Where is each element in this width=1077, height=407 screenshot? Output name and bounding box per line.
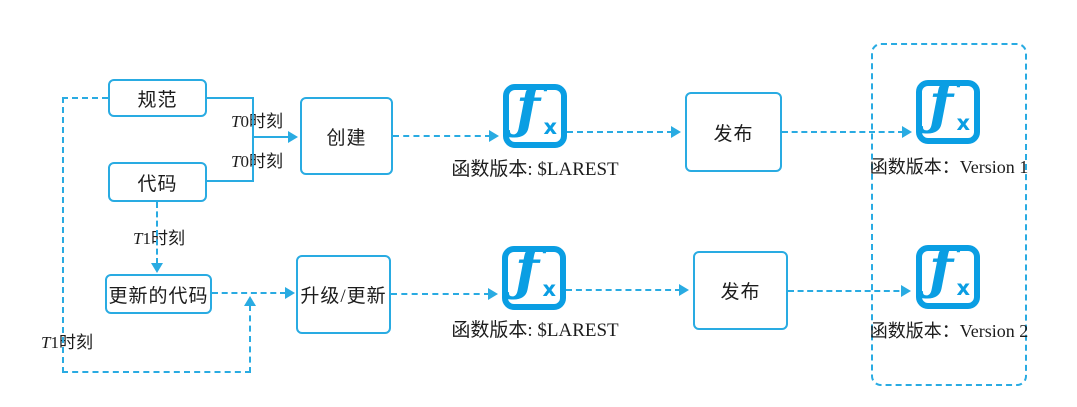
fx-glyph-f: ƒ [515, 237, 540, 303]
function-fx-icon-version2: ƒ x [916, 236, 980, 309]
node-upgrade-update-label: 升级/更新 [300, 286, 387, 307]
node-publish-bottom-label: 发布 [720, 282, 761, 303]
connector-code-to-updated-code [156, 202, 158, 264]
fx-glyph-f: ƒ [929, 71, 954, 137]
connector-fx-latest-bottom-to-publish [566, 289, 681, 291]
function-fx-icon-version1: ƒ x [916, 71, 980, 144]
arrowhead-into-create [288, 131, 298, 143]
connector-create-to-fx-latest-top [393, 135, 491, 137]
label-function-version-latest-top: 函数版本: $LAREST [451, 159, 619, 180]
fx-glyph-f: ƒ [929, 236, 954, 302]
arrowhead-into-updated-code [151, 263, 163, 273]
connector-upgrade-to-fx-latest-bottom [391, 293, 490, 295]
arrowhead-into-fx-version1 [902, 126, 912, 138]
fx-glyph-x: x [956, 111, 970, 135]
function-fx-icon-latest-top: ƒ x [503, 75, 567, 148]
function-fx-icon-latest-bottom: ƒ x [502, 237, 566, 310]
node-create-label: 创建 [326, 127, 367, 149]
connector-publish-top-to-version1 [782, 131, 904, 133]
node-publish-top-label: 发布 [713, 123, 754, 145]
node-publish-bottom: 发布 [693, 251, 788, 330]
arrowhead-into-publish-bottom [679, 284, 689, 296]
connector-loop-bottom-horizontal [62, 371, 251, 373]
connector-spec-to-junction [207, 97, 253, 99]
connector-fx-latest-top-to-publish [567, 131, 673, 133]
arrowhead-loop-up [244, 296, 256, 306]
arrowhead-into-publish-top [671, 126, 681, 138]
arrowhead-into-fx-version2 [901, 285, 911, 297]
label-function-version-2: 函数版本：Version 2 [869, 321, 1029, 341]
label-function-version-1: 函数版本：Version 1 [869, 157, 1029, 177]
label-t0-spec: T0时刻 [224, 107, 290, 132]
label-t1-loop: T1时刻 [34, 328, 100, 353]
connector-publish-bottom-to-version2 [788, 290, 909, 292]
connector-loop-up-vertical [249, 305, 251, 373]
node-spec-label: 规范 [137, 89, 178, 111]
arrowhead-into-fx-latest-bottom [488, 288, 498, 300]
node-create: 创建 [300, 97, 393, 175]
node-code: 代码 [108, 162, 207, 202]
fx-glyph-x: x [542, 277, 556, 301]
label-t1-code: T1时刻 [126, 224, 192, 249]
node-publish-top: 发布 [685, 92, 782, 172]
connector-loop-top-horizontal [62, 97, 108, 99]
connector-updated-code-to-upgrade [212, 292, 286, 294]
published-versions-frame [871, 43, 1027, 386]
fx-glyph-x: x [543, 115, 557, 139]
label-function-version-latest-bottom: 函数版本: $LAREST [451, 320, 619, 341]
node-updated-code-label: 更新的代码 [108, 285, 209, 307]
node-updated-code: 更新的代码 [105, 274, 212, 314]
connector-code-to-junction [207, 180, 253, 182]
fx-glyph-f: ƒ [516, 75, 541, 141]
arrowhead-into-upgrade [285, 287, 295, 299]
label-t0-code: T0时刻 [224, 147, 290, 172]
connector-junction-vertical [252, 97, 254, 182]
arrowhead-into-fx-latest-top [489, 130, 499, 142]
node-upgrade-update: 升级/更新 [296, 255, 391, 334]
node-spec: 规范 [108, 79, 207, 117]
connector-loop-left-vertical [62, 97, 64, 373]
connector-junction-to-create [252, 136, 290, 138]
node-code-label: 代码 [137, 173, 178, 195]
fx-glyph-x: x [956, 276, 970, 300]
